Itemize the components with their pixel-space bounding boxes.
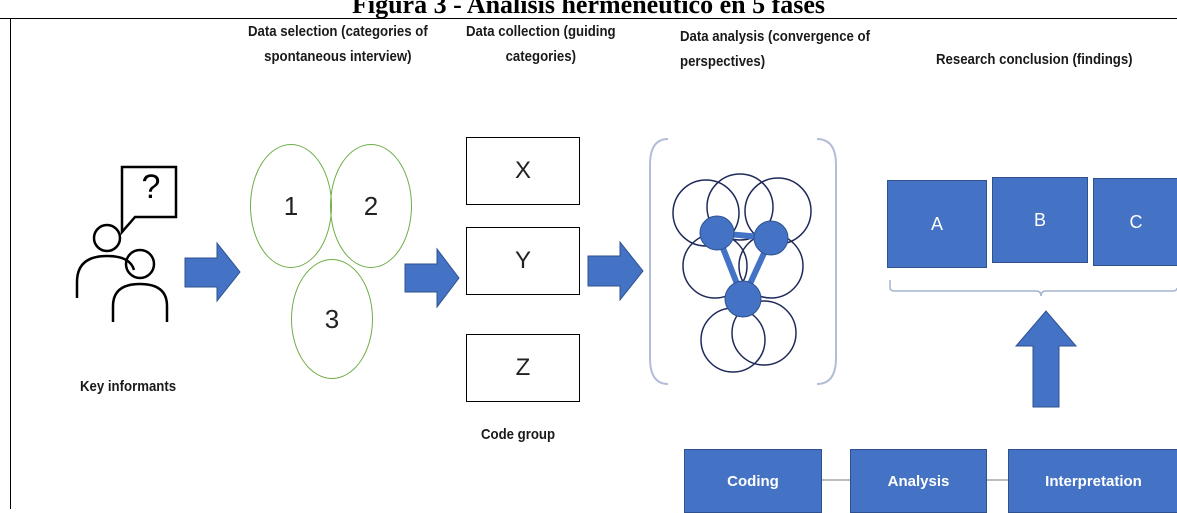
network-node xyxy=(731,300,797,366)
stage-label-research-conclusion: Research conclusion (findings) xyxy=(936,47,1133,72)
key-informants-label: Key informants xyxy=(80,378,177,395)
code-box-y: Y xyxy=(466,227,580,295)
network-hub xyxy=(724,280,762,318)
code-box-z: Z xyxy=(466,334,580,402)
bracket-line xyxy=(889,280,1177,297)
stage-label-data-collection: Data collection (guiding categories) xyxy=(466,19,616,69)
stage-label-data-analysis: Data analysis (convergence of perspectiv… xyxy=(680,24,870,74)
stage-label-line: Data analysis (convergence of xyxy=(680,28,871,45)
network-hub xyxy=(753,220,789,256)
finding-box-c: C xyxy=(1093,178,1177,266)
person-head-icon xyxy=(124,248,156,280)
figure-title: Figura 3 - Análisis hermenéutico en 5 fa… xyxy=(351,0,826,19)
code-box-x: X xyxy=(466,137,580,205)
stage-label-line: perspectives) xyxy=(680,53,766,70)
arrow-right-icon xyxy=(587,240,644,302)
network-hub xyxy=(699,215,735,251)
person-body-icon xyxy=(75,254,136,298)
stage-label-line: Research conclusion (findings) xyxy=(936,51,1133,68)
stage-label-data-selection: Data selection (categories of spontaneou… xyxy=(248,19,428,69)
arrow-right-icon xyxy=(184,241,241,303)
person-head-icon xyxy=(92,223,122,253)
stage-label-line: spontaneous interview) xyxy=(264,48,412,65)
arrow-right-icon xyxy=(404,247,460,309)
right-brace xyxy=(816,138,837,385)
code-group-label: Code group xyxy=(481,426,556,443)
finding-box-b: B xyxy=(992,177,1088,263)
category-circle-2: 2 xyxy=(330,144,412,268)
stage-label-line: categories) xyxy=(505,48,577,65)
left-border xyxy=(10,18,11,509)
category-circle-3: 3 xyxy=(291,259,373,379)
finding-box-a: A xyxy=(887,180,987,268)
speech-bubble-icon xyxy=(120,165,178,236)
process-step-coding: Coding xyxy=(684,449,822,513)
left-brace xyxy=(649,138,669,385)
person-body-icon xyxy=(111,282,169,322)
network-node xyxy=(706,173,774,241)
arrow-up-icon xyxy=(1014,310,1078,408)
process-step-analysis: Analysis xyxy=(850,449,987,513)
stage-label-line: Data collection (guiding xyxy=(466,23,616,40)
question-mark-icon: ? xyxy=(141,168,161,206)
top-border xyxy=(0,18,1177,19)
process-step-interpretation: Interpretation xyxy=(1008,449,1177,513)
stage-label-line: Data selection (categories of xyxy=(248,23,428,40)
